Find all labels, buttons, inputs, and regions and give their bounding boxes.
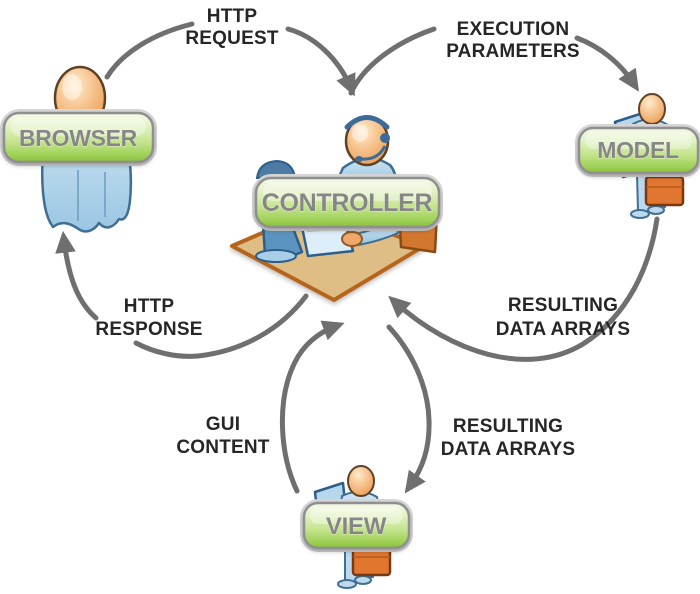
controller-pill-halo: [252, 174, 443, 231]
execution-parameters-label-line2: PARAMETERS: [446, 41, 580, 62]
gui-content-label-line2: CONTENT: [176, 437, 269, 458]
browser-pill-bg: [2, 111, 155, 164]
model-person-foot: [647, 205, 665, 215]
browser-person-head-highlight: [62, 74, 82, 100]
controller-chair-foot: [255, 249, 297, 263]
view-pill-gloss: [310, 507, 403, 524]
resulting-data-arrays-model-label-line2: DATA ARRAYS: [496, 319, 631, 340]
controller-headset-mic: [355, 156, 363, 162]
model-pill-gloss: [585, 132, 692, 149]
http-response-label-line1: HTTP: [124, 296, 175, 317]
view-pill-label: VIEW: [326, 513, 387, 540]
resulting-data-arrays-view-arrow: [386, 324, 432, 494]
browser-pill: BROWSER: [0, 109, 157, 166]
http-request-arrow-tail: [104, 21, 195, 80]
controller-pill-gloss: [263, 182, 432, 201]
edge-http-request: HTTP REQUEST: [104, 6, 356, 97]
http-response-arrow-tail: [133, 293, 309, 359]
resulting-data-arrays-model-arrow: [388, 216, 660, 362]
http-request-label-line1: HTTP: [207, 6, 258, 27]
controller-headset-mic-arm: [361, 145, 387, 161]
node-model: MODEL: [575, 93, 700, 219]
resulting-data-arrays-view-label-line1: RESULTING: [453, 416, 563, 437]
view-pill-halo: [300, 499, 413, 552]
execution-parameters-arrow-head: [574, 35, 640, 92]
edge-resulting-data-arrays-model: RESULTING DATA ARRAYS: [388, 216, 660, 362]
controller-person-hand: [341, 231, 363, 247]
http-request-label-line2: REQUEST: [185, 28, 278, 49]
edge-http-response: HTTP RESPONSE: [55, 230, 309, 359]
node-controller: CONTROLLER: [230, 115, 443, 302]
view-person-foot: [337, 579, 357, 589]
resulting-data-arrays-view-label-line2: DATA ARRAYS: [441, 439, 576, 460]
resulting-data-arrays-model-label-line1: RESULTING: [508, 295, 618, 316]
gui-content-arrow: [280, 320, 345, 494]
model-pill-halo: [575, 124, 700, 177]
edge-execution-parameters: EXECUTION PARAMETERS: [348, 19, 640, 96]
browser-pill-gloss: [11, 117, 146, 136]
view-pill: VIEW: [300, 499, 413, 552]
controller-pill-bg: [254, 176, 441, 229]
browser-pill-halo: [0, 109, 157, 166]
view-person-head: [347, 465, 375, 497]
node-browser: BROWSER: [0, 65, 157, 233]
http-request-arrow-head: [285, 26, 356, 97]
model-person-head: [638, 93, 666, 125]
browser-pill-label: BROWSER: [19, 125, 138, 151]
controller-pill: CONTROLLER: [252, 174, 443, 231]
model-person-foot: [630, 209, 650, 219]
edge-resulting-data-arrays-view: RESULTING DATA ARRAYS: [386, 324, 576, 494]
edge-gui-content: GUI CONTENT: [176, 320, 345, 494]
view-person-foot: [354, 575, 372, 585]
model-pill-bg: [577, 126, 700, 175]
execution-parameters-label-line1: EXECUTION: [457, 19, 570, 40]
model-pill-label: MODEL: [597, 137, 679, 163]
controller-headset-band: [344, 115, 390, 130]
execution-parameters-arrow-tail: [348, 26, 437, 96]
gui-content-label-line1: GUI: [206, 414, 240, 435]
http-response-label-line2: RESPONSE: [95, 319, 202, 340]
view-pill-bg: [302, 501, 411, 550]
controller-person-head-highlight: [352, 124, 368, 142]
controller-pill-label: CONTROLLER: [262, 189, 433, 217]
controller-headset-earpiece: [380, 133, 390, 143]
model-briefcase: [644, 175, 685, 207]
node-view: VIEW: [300, 465, 413, 589]
model-pill: MODEL: [575, 124, 700, 177]
http-response-arrow-head: [55, 230, 99, 321]
controller-chair: [255, 159, 297, 179]
